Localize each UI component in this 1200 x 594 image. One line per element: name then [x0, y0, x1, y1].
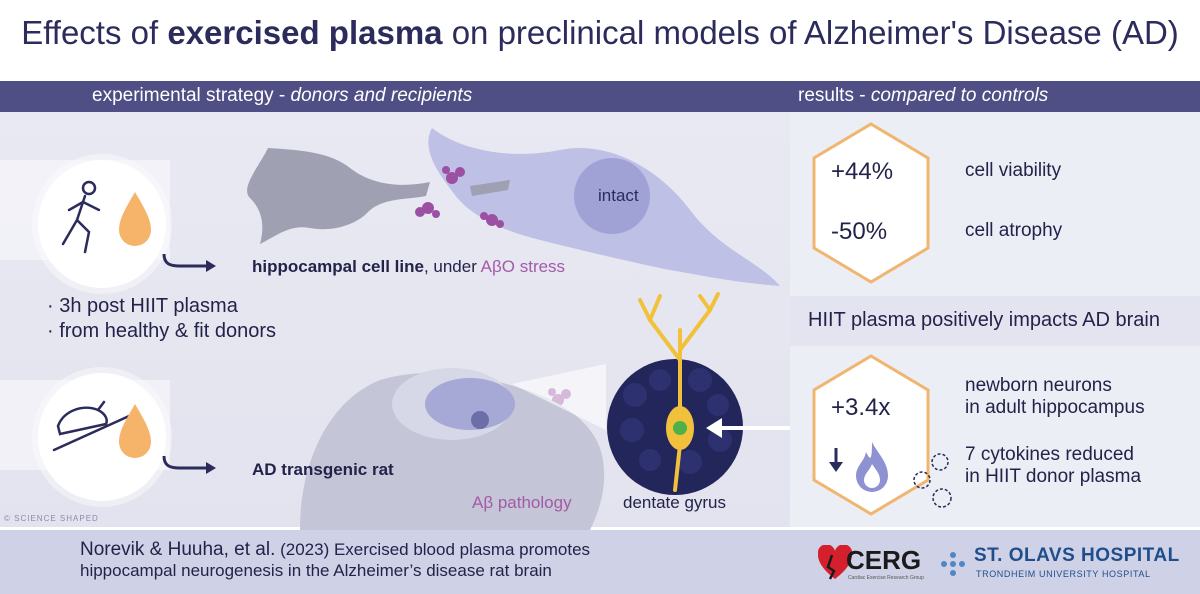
arrow-right-icon-2 [162, 455, 216, 474]
cell-nucleus [574, 158, 650, 234]
blood-drop-icon-2 [119, 404, 151, 458]
rat-brain [425, 378, 515, 430]
title-emphasis: exercised plasma [167, 14, 443, 51]
heart-runner-logo [818, 545, 852, 580]
hospital-subtitle: TRONDHEIM UNIVERSITY HOSPITAL [976, 569, 1151, 579]
rat-body [300, 373, 605, 530]
atrophy-value: -50% [831, 218, 888, 245]
viability-value: +44% [831, 158, 894, 185]
results-header: results - compared to controls [798, 85, 1049, 106]
pathology-label: Aβ pathology [472, 493, 572, 512]
results-hexagon-brain [812, 354, 930, 516]
headline-strip [790, 296, 1200, 346]
arrow-right-icon [162, 253, 216, 272]
cerg-subtitle: Cardiac Exercise Research Group [848, 575, 924, 581]
results-headline: HIIT plasma positively impacts AD brain [808, 309, 1160, 331]
dots-logo [941, 552, 965, 576]
rat-treadmill-icon [52, 400, 140, 452]
rat-eye [471, 411, 489, 429]
copyright: © SCIENCE SHAPED [4, 514, 99, 523]
cytokines-label: 7 cytokines reduced in HIIT donor plasma [965, 444, 1142, 487]
cell-line-label: hippocampal cell line, under AβO stress [252, 257, 566, 276]
viability-label: cell viability [965, 160, 1062, 181]
donor-criteria: · 3h post HIIT plasma · from healthy & f… [47, 295, 276, 342]
cerg-name: CERG [846, 545, 922, 575]
damaged-cell [247, 148, 430, 244]
rat-label: AD transgenic rat [252, 460, 394, 479]
page-title: Effects of exercised plasma on preclinic… [21, 14, 1179, 51]
neurons-value: +3.4x [831, 394, 891, 421]
blood-drop-icon [119, 192, 151, 246]
flame-icon [856, 442, 888, 492]
citation-footer [0, 530, 1200, 594]
cytokine-dots [913, 453, 952, 508]
hospital-name: ST. OLAVS HOSPITAL [974, 545, 1180, 566]
down-arrow-icon [829, 448, 843, 472]
section-header-band [0, 81, 1200, 112]
strategy-header: experimental strategy - donors and recip… [92, 85, 473, 106]
atrophy-label: cell atrophy [965, 220, 1063, 241]
runner-icon [61, 180, 101, 254]
results-hexagon-cell [812, 122, 930, 284]
neurons-label: newborn neurons in adult hippocampus [965, 375, 1145, 418]
dentate-gyrus-label: dentate gyrus [623, 493, 727, 512]
intact-label: intact [598, 186, 639, 205]
newborn-neuron [638, 292, 720, 492]
citation: Norevik & Huuha, et al. (2023) Exercised… [80, 539, 591, 580]
